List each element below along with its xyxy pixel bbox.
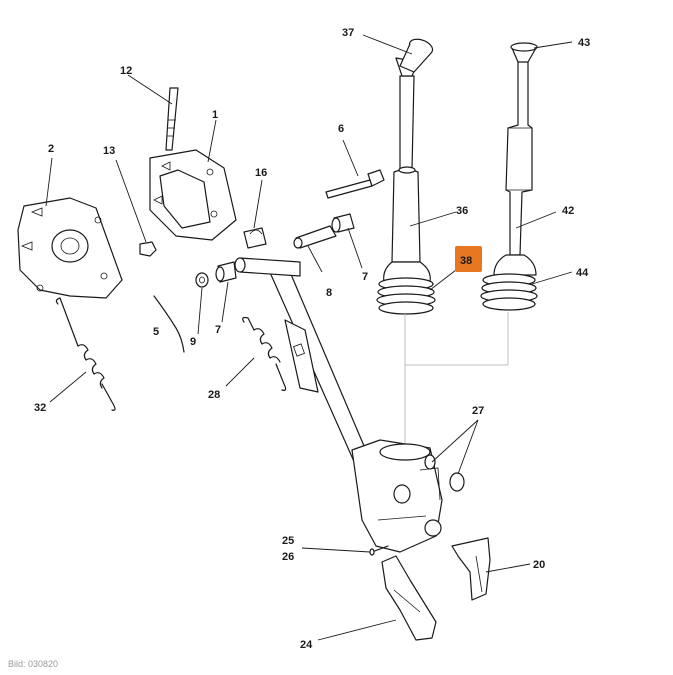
- clip-16: [243, 227, 267, 249]
- lever-shaft-36: [391, 75, 421, 263]
- nut-13: [139, 241, 157, 257]
- lever-arm: [234, 257, 371, 467]
- ring-27: [424, 454, 465, 492]
- bushing-7-lower: [215, 261, 237, 283]
- image-caption: Bild: 030820: [8, 659, 59, 669]
- bracket-1: [149, 149, 237, 241]
- label-24: 24: [300, 639, 313, 651]
- highlight-box-38: [455, 246, 482, 272]
- label-1: 1: [212, 109, 218, 121]
- label-25: 25: [282, 535, 294, 547]
- threaded-rod-12: [165, 87, 179, 151]
- label-38: 38: [460, 255, 472, 267]
- label-9: 9: [190, 336, 196, 348]
- boot-38: [376, 261, 436, 315]
- label-8: 8: [326, 287, 332, 299]
- pin-8: [293, 225, 337, 249]
- label-27: 27: [472, 405, 484, 417]
- label-43: 43: [578, 37, 590, 49]
- label-7-lower: 7: [215, 324, 221, 336]
- label-16: 16: [255, 167, 267, 179]
- assembly-guide-lines: [404, 312, 509, 455]
- leader-lines: [45, 34, 573, 641]
- label-20: 20: [533, 559, 545, 571]
- shoe-20: [451, 537, 491, 601]
- label-32: 32: [34, 402, 46, 414]
- label-2: 2: [48, 143, 54, 155]
- label-7-upper: 7: [362, 271, 368, 283]
- lever-housing: [351, 439, 443, 553]
- pedal-24: [381, 555, 437, 641]
- bracket-2: [17, 197, 123, 299]
- bushing-7-upper: [331, 213, 355, 233]
- label-5: 5: [153, 326, 159, 338]
- lever-shaft-42: [505, 59, 533, 256]
- label-28: 28: [208, 389, 220, 401]
- knob-37: [395, 38, 434, 77]
- washer-9: [195, 272, 209, 288]
- spring-32: [55, 297, 116, 411]
- label-44: 44: [576, 267, 589, 279]
- label-37: 37: [342, 27, 354, 39]
- label-36: 36: [456, 205, 468, 217]
- part-numbers: 12 1 2 13 16 6 7 8 5 9 7 28 32 37 36 38 …: [34, 27, 590, 651]
- knob-43: [510, 42, 538, 63]
- spring-28: [242, 316, 287, 391]
- label-13: 13: [103, 145, 115, 157]
- boot-44: [480, 254, 538, 311]
- label-42: 42: [562, 205, 574, 217]
- label-26: 26: [282, 551, 294, 563]
- label-12: 12: [120, 65, 132, 77]
- label-6: 6: [338, 123, 344, 135]
- wire-5: [153, 295, 185, 353]
- bolt-6: [325, 169, 385, 199]
